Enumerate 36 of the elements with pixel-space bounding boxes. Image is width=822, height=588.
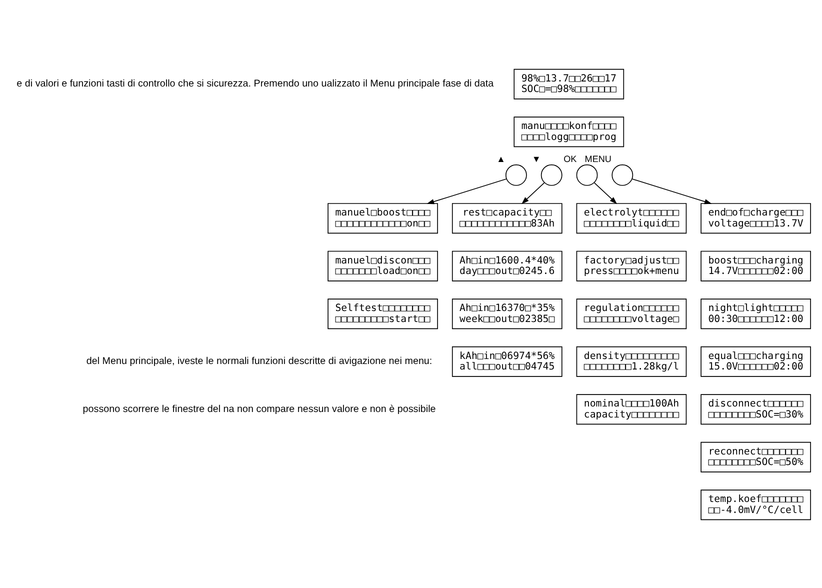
node-box: kAh□in□06974*56% all□□□out□□04745 — [452, 346, 562, 376]
arrow — [426, 178, 508, 204]
node-box: rest□capacity□□ □□□□□□□□□□□□83Ah — [452, 202, 562, 234]
node-label: OK — [564, 154, 577, 164]
node-label: ▼ — [532, 154, 541, 164]
label: possono scorrere le finestre del na non compare nessun valore e non è possibile — [82, 403, 436, 414]
arrow — [632, 178, 712, 204]
label: del Menu principale, iveste le normali funzioni descritte di avigazione nei menu: — [86, 356, 432, 367]
node-box: manuel□discon□□□ □□□□□□□load□on□□ — [328, 250, 438, 281]
node-circle — [540, 164, 562, 186]
node-box: end□of□charge□□□ voltage□□□□13.7V — [700, 202, 811, 234]
arrow — [522, 182, 545, 204]
node-box: reconnect□□□□□□□ □□□□□□□□SOC=□50% — [700, 441, 811, 472]
node-box: manuel□boost□□□□ □□□□□□□□□□□□on□□ — [328, 202, 438, 234]
node-label: MENU — [584, 154, 612, 164]
node-box: Ah□in□16370□*35% week□□out□02385□ — [452, 298, 562, 329]
node-box: 98%□13.7□□26□□17 SOC□=□98%□□□□□□□ — [514, 68, 624, 99]
node-box: night□light□□□□□ 00:30□□□□□□12:00 — [700, 298, 811, 329]
node-box: electrolyt□□□□□□ □□□□□□□□liquid□□ — [576, 202, 687, 234]
label: e di valori e funzioni tasti di controllo che si sicurezza. Premendo uno ualizzato il Menu principale fase di data — [16, 78, 494, 90]
node-circle — [612, 164, 634, 186]
node-box: nominal□□□□100Ah capacity□□□□□□□□ — [576, 394, 687, 424]
node-box: boost□□□charging 14.7V□□□□□□02:00 — [700, 250, 811, 281]
node-box: regulation□□□□□□ □□□□□□□□voltage□ — [576, 298, 687, 329]
node-box: Selftest□□□□□□□□ □□□□□□□□□start□□ — [328, 298, 438, 329]
node-box: density□□□□□□□□□ □□□□□□□□1.28kg/l — [576, 346, 687, 376]
node-box: temp.koef□□□□□□□ □□-4.0mV/°C/cell — [700, 489, 811, 520]
node-box: factory□adjust□□ press□□□□ok+menu — [576, 250, 687, 281]
node-box: equal□□□charging 15.0V□□□□□□02:00 — [700, 346, 811, 376]
node-box: manu□□□□konf□□□□ □□□□logg□□□□prog — [514, 116, 624, 147]
node-circle — [505, 164, 527, 186]
node-circle — [576, 164, 598, 186]
arrow — [594, 182, 618, 204]
node-box: Ah□in□1600.4*40% day□□□out□0245.6 — [452, 250, 562, 281]
node-box: disconnect□□□□□□ □□□□□□□□SOC=□30% — [700, 394, 811, 424]
node-label: ▲ — [496, 154, 506, 164]
